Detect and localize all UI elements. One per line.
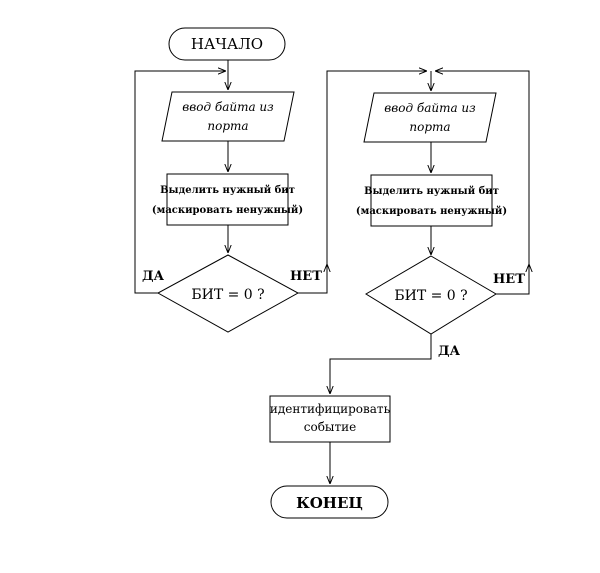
decision-block-1: БИТ = 0 ? [156,254,300,333]
connector-to-loop2-top [326,71,427,264]
process-block-2: Выделить нужный бит (маскировать ненужны… [356,174,507,227]
decision-1-yes-label: ДА [142,269,165,284]
decision-1-no-label: НЕТ [290,269,322,284]
end-label: КОНЕЦ [296,494,363,512]
process-2-line-2: (маскировать ненужный) [356,206,507,217]
event-line-1: идентифицировать [270,402,391,416]
connector-decision1-no [298,264,327,294]
decision-2-label: БИТ = 0 ? [394,288,467,304]
input-block-1: ввод байта из порта [161,91,295,142]
input-1-line-2: порта [207,119,248,133]
connector-decision2-no [496,264,529,295]
process-1-line-1: Выделить нужный бит [160,185,295,196]
end-terminal: КОНЕЦ [270,485,389,519]
start-label: НАЧАЛО [191,35,263,53]
start-terminal: НАЧАЛО [168,27,286,61]
decision-2-no-label: НЕТ [493,272,525,287]
input-1-line-1: ввод байта из [182,100,273,114]
connector-decision2-no-loop [435,71,530,264]
connector-decision1-yes-loop [134,71,226,294]
event-line-2: событие [304,420,356,434]
connector-decision2-yes [330,334,432,394]
decision-2-yes-label: ДА [438,344,461,359]
input-2-line-1: ввод байта из [384,101,475,115]
process-block-1: Выделить нужный бит (маскировать ненужны… [152,173,303,226]
decision-1-label: БИТ = 0 ? [191,287,264,303]
input-2-line-2: порта [409,120,450,134]
process-2-line-1: Выделить нужный бит [364,186,499,197]
input-block-2: ввод байта из порта [363,92,497,143]
process-1-line-2: (маскировать ненужный) [152,205,303,216]
decision-block-2: БИТ = 0 ? [365,255,497,335]
event-block: идентифицировать событие [269,395,391,443]
